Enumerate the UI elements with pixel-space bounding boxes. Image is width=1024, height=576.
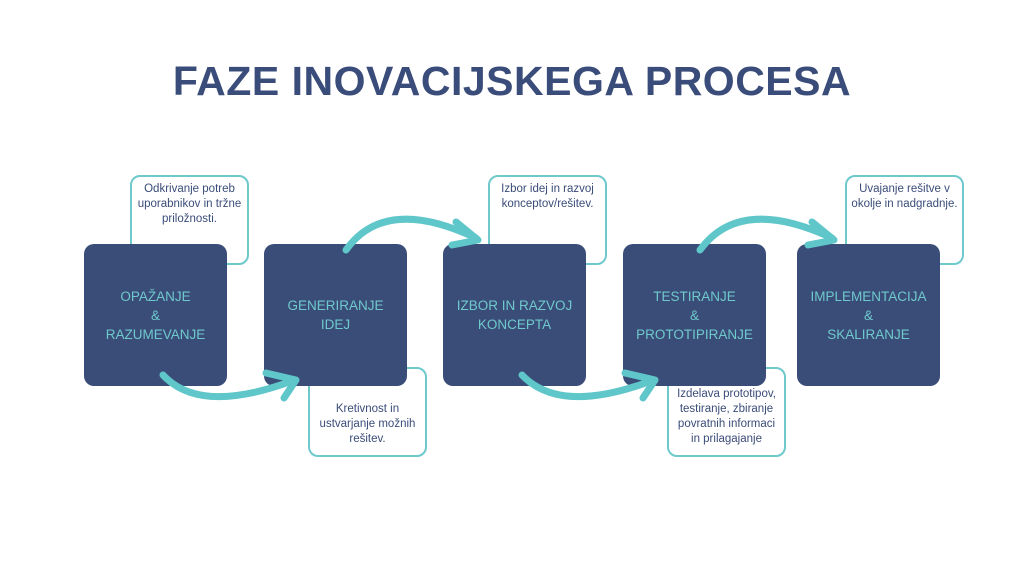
page-title: FAZE INOVACIJSKEGA PROCESA (172, 58, 852, 104)
phase-label-line: GENERIRANJE (287, 298, 384, 313)
phase-label-line: KONCEPTA (477, 317, 552, 332)
phase-label-line: & (150, 307, 160, 323)
phase-label-line: TESTIRANJE (653, 288, 736, 304)
phase-label-line: PROTOTIPIRANJE (636, 326, 753, 342)
phase-label-line: IDEJ (320, 317, 351, 332)
phase-label-line: OPAŽANJE (120, 288, 191, 304)
phase-izbor: IZBOR IN RAZVOJ KONCEPTA (443, 244, 586, 386)
phase-label-line: & (863, 307, 873, 323)
phase-generiranje: GENERIRANJE IDEJ (264, 244, 407, 386)
phase-opazanje: OPAŽANJE & RAZUMEVANJE (84, 244, 227, 386)
phase-testiranje: TESTIRANJE & PROTOTIPIRANJE (623, 244, 766, 386)
phase-label-line: IMPLEMENTACIJA (810, 288, 927, 304)
phase-label-line: RAZUMEVANJE (105, 326, 206, 342)
phase-label-line: IZBOR IN RAZVOJ (456, 298, 573, 313)
phase-label-line: SKALIRANJE (827, 326, 910, 342)
phase-label-line: & (689, 307, 699, 323)
phase-implementacija: IMPLEMENTACIJA & SKALIRANJE (797, 244, 940, 386)
